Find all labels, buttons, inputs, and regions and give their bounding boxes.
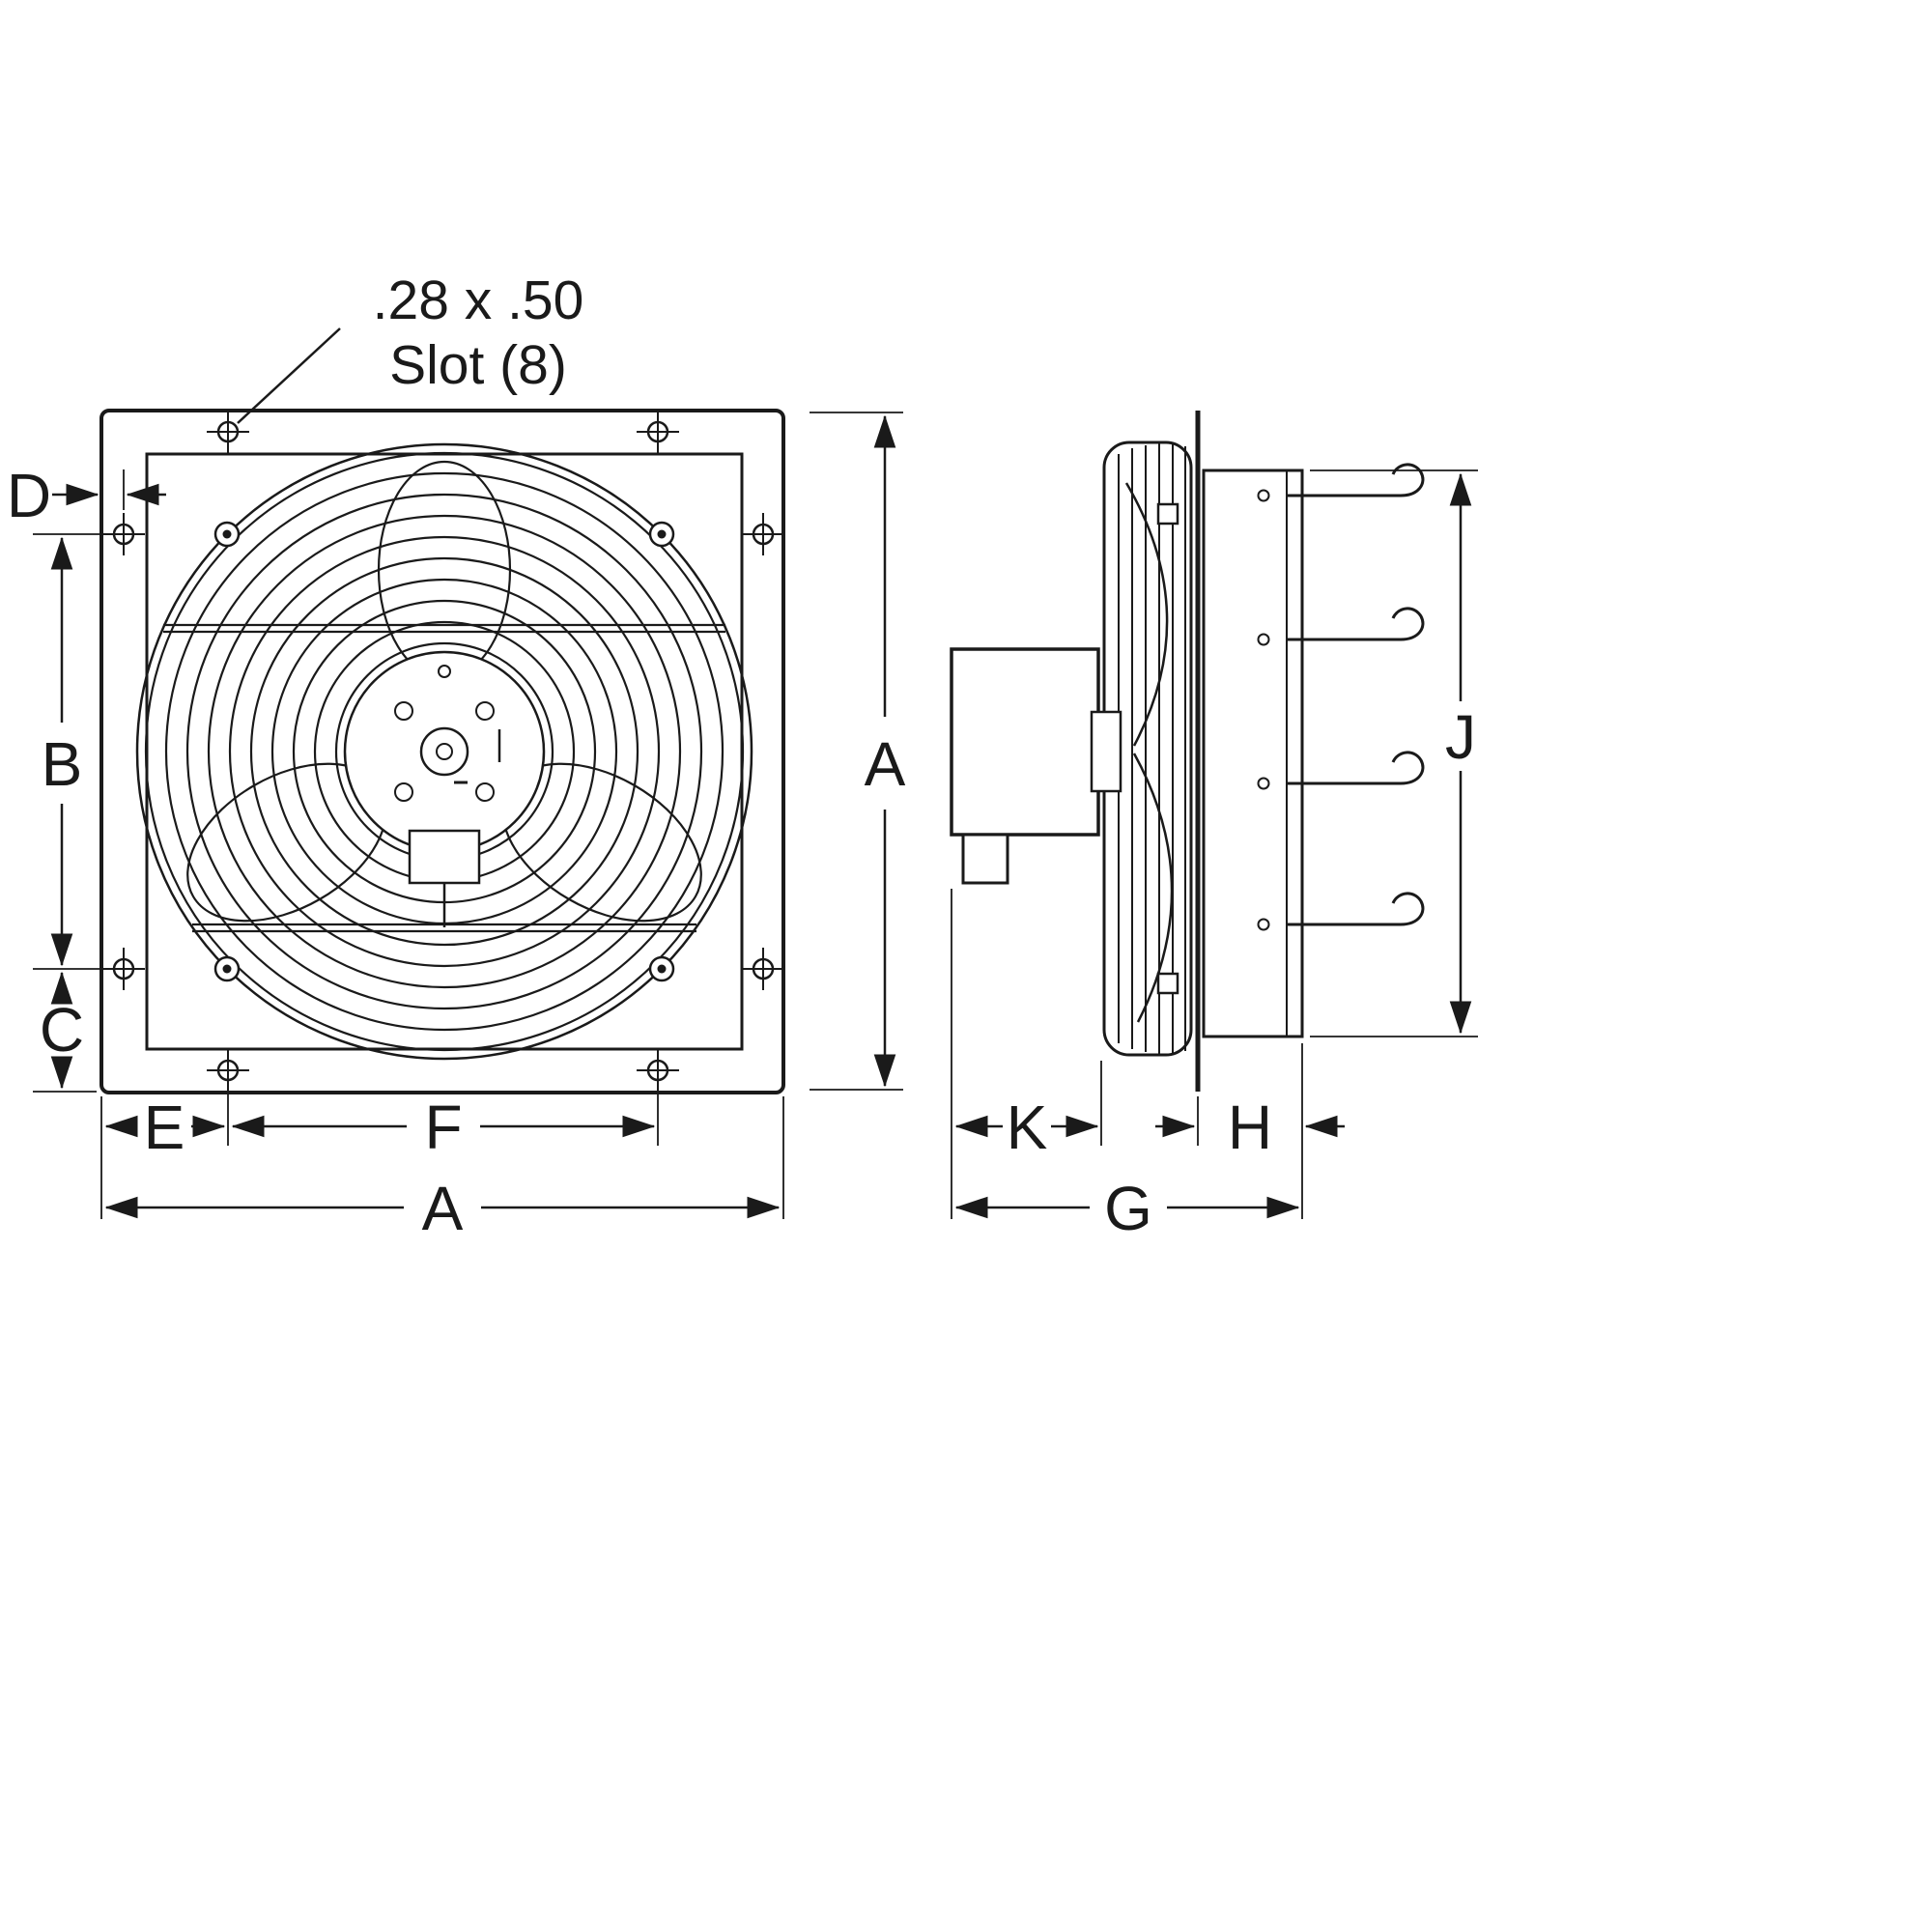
guard-ring <box>144 451 745 1052</box>
dim-label-A-side: A <box>865 729 906 799</box>
motor-hub <box>343 650 546 927</box>
hub-bolt-small <box>438 665 451 678</box>
slot-count-text: Slot (8) <box>389 334 567 396</box>
hub-bolt <box>394 782 413 802</box>
slot-hole <box>752 523 775 546</box>
dim-F: F <box>231 1093 659 1162</box>
louver-pivot <box>1257 918 1270 931</box>
slot-hole <box>752 957 775 980</box>
slot-hole <box>216 420 240 443</box>
guard-screws <box>213 521 675 982</box>
dim-A-side: A <box>810 412 906 1091</box>
guard-screw <box>213 955 241 982</box>
screw-center <box>657 964 667 974</box>
guard-ring <box>207 514 682 989</box>
louver-blade <box>1287 892 1425 926</box>
guard-screw <box>213 521 241 548</box>
dim-label-F: F <box>424 1093 462 1162</box>
dim-label-B: B <box>42 729 83 799</box>
annotation-leader-line <box>237 327 341 424</box>
louver-blade <box>1287 607 1425 641</box>
slot-annotation: .28 x .50 Slot (8) <box>237 270 584 424</box>
hub-shaft-center <box>436 743 453 760</box>
guard-clip <box>1156 972 1179 995</box>
hub-bolt <box>394 701 413 721</box>
guard-ring <box>185 493 703 1010</box>
motor-bracket <box>408 829 481 885</box>
guard-side-profile <box>1102 440 1193 1057</box>
slot-hole <box>112 523 135 546</box>
motor-housing <box>950 647 1100 837</box>
guard-clip <box>1156 502 1179 526</box>
screw-center <box>222 964 232 974</box>
guard-outer-ring <box>135 442 753 1061</box>
dim-label-C: C <box>40 995 84 1065</box>
hub-bolt <box>475 782 495 802</box>
front-view <box>99 409 785 1094</box>
guard-screw <box>648 955 675 982</box>
mounting-slot <box>207 411 249 453</box>
louver-pivot <box>1257 777 1270 790</box>
mounting-slot <box>742 948 784 990</box>
dim-label-G: G <box>1104 1174 1152 1243</box>
slot-size-text: .28 x .50 <box>373 270 584 331</box>
side-view <box>950 411 1425 1092</box>
guard-ring <box>228 535 661 968</box>
mounting-slot <box>102 948 145 990</box>
dim-K: K <box>951 889 1102 1219</box>
dim-label-E: E <box>144 1093 185 1162</box>
dim-label-D: D <box>7 461 51 530</box>
blade-edge-curve <box>1132 753 1174 1023</box>
motor-hub-side <box>1090 710 1122 793</box>
mounting-slots <box>102 411 784 1092</box>
guard-support-bars <box>163 623 725 933</box>
guard-screw <box>648 521 675 548</box>
dim-label-H: H <box>1228 1093 1272 1162</box>
mounting-slot <box>742 513 784 555</box>
dim-label-J: J <box>1445 702 1476 772</box>
guard-ring <box>164 471 724 1032</box>
mounting-slot <box>637 411 679 453</box>
blade-edge-curve <box>1124 482 1169 747</box>
dim-D: D <box>7 461 166 530</box>
dim-label-K: K <box>1007 1093 1048 1162</box>
side-dimensions: A J K H G <box>810 412 1478 1243</box>
dim-A-front: A <box>104 1096 784 1243</box>
screw-center <box>657 529 667 539</box>
hub-shaft-ring <box>419 726 469 777</box>
dim-E: E <box>100 1093 229 1219</box>
mounting-slot <box>207 1049 249 1092</box>
guard-ring <box>249 556 639 947</box>
louver-blade <box>1287 463 1425 497</box>
dim-C: C <box>33 971 97 1093</box>
mounting-slot <box>102 513 145 555</box>
front-dimensions: .28 x .50 Slot (8) D B C E F <box>7 270 784 1243</box>
dim-label-A-front: A <box>422 1174 464 1243</box>
hub-plate <box>343 650 546 853</box>
slot-hole <box>646 1059 669 1082</box>
louver-blade <box>1287 751 1425 785</box>
slot-hole <box>646 420 669 443</box>
mounting-slot <box>637 1049 679 1092</box>
screw-center <box>222 529 232 539</box>
louver-pivot <box>1257 633 1270 646</box>
motor-junction-box <box>961 833 1009 885</box>
dim-J: J <box>1310 469 1478 1037</box>
hub-bolt <box>475 701 495 721</box>
shutter-assembly <box>1202 463 1425 1038</box>
slot-hole <box>216 1059 240 1082</box>
slot-hole <box>112 957 135 980</box>
louver-pivot <box>1257 489 1270 502</box>
dim-B: B <box>33 533 104 970</box>
dim-H: H <box>1155 1043 1345 1219</box>
dim-G: G <box>954 1174 1300 1243</box>
